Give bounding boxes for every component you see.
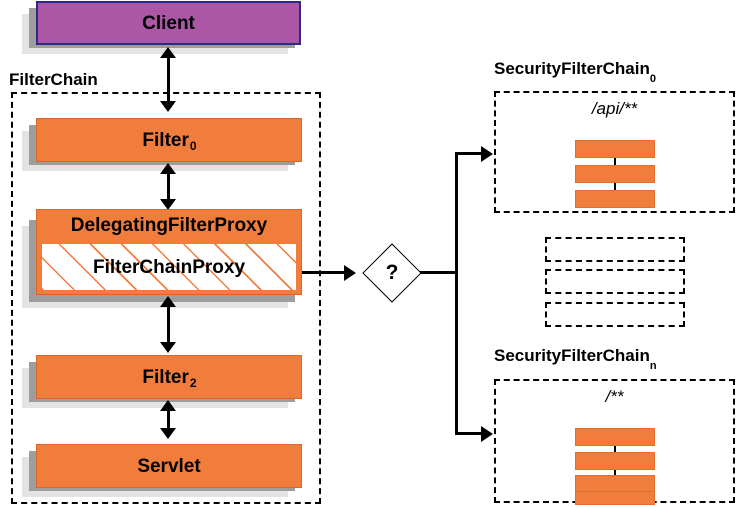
security-chain-n-pattern-text: /** <box>605 387 624 406</box>
security-chain-0-bar[interactable] <box>575 140 655 158</box>
filter0-label: Filter0 <box>142 129 197 153</box>
filter-chain-caption: FilterChain <box>9 71 98 88</box>
filter2-servlet-arrow-head-up <box>160 400 176 411</box>
dfp-filter2-arrow-line <box>167 305 170 343</box>
decision-diamond[interactable]: ? <box>362 243 422 303</box>
filter2-label-sub: 2 <box>189 375 197 390</box>
branch-bottom-arrow <box>481 426 493 442</box>
security-chain-0-caption: SecurityFilterChain0 <box>494 59 656 85</box>
security-chain-n-bar[interactable] <box>575 452 655 470</box>
security-chain-n-bar-link-1 <box>614 440 616 460</box>
branch-bottom-line <box>455 432 485 435</box>
filter2-servlet-arrow-head-down <box>160 428 176 439</box>
client-arrow-head-down <box>160 101 176 112</box>
filter2-box[interactable]: Filter2 <box>36 355 302 399</box>
servlet-box[interactable]: Servlet <box>36 444 302 488</box>
decision-bus-vertical <box>455 152 458 435</box>
client-arrow-line <box>167 56 170 102</box>
branch-top-arrow <box>481 146 493 162</box>
security-chain-n-caption-sub: n <box>649 360 657 373</box>
decision-label: ? <box>385 261 399 284</box>
security-chain-n-caption: SecurityFilterChainn <box>494 346 657 372</box>
client-box[interactable]: Client <box>36 1 301 45</box>
security-chain-n-bar[interactable] <box>575 491 655 505</box>
filter0-label-sub: 0 <box>189 138 197 153</box>
filter2-servlet-arrow-line <box>167 409 170 429</box>
delegating-filter-proxy-box[interactable]: DelegatingFilterProxy FilterChainProxy <box>36 209 302 295</box>
delegating-filter-proxy-label: DelegatingFilterProxy <box>70 214 268 236</box>
placeholder-chain[interactable] <box>545 237 685 262</box>
security-chain-n-bar-link-2 <box>614 461 616 481</box>
filter0-label-text: Filter <box>142 129 189 151</box>
filter2-label-text: Filter <box>142 366 189 388</box>
filter-chain-caption-text: FilterChain <box>9 70 98 89</box>
security-chain-n-caption-text: SecurityFilterChain <box>494 346 650 365</box>
filter2-label: Filter2 <box>142 366 197 390</box>
security-chain-0-bar-link-2 <box>614 173 616 193</box>
security-chain-0-bar[interactable] <box>575 165 655 183</box>
client-label: Client <box>142 12 195 34</box>
security-chain-0-bar[interactable] <box>575 190 655 208</box>
filter-chain-proxy-label: FilterChainProxy <box>92 256 246 278</box>
decision-bus-line <box>420 271 458 274</box>
security-chain-0-container[interactable] <box>494 91 735 213</box>
security-chain-0-caption-text: SecurityFilterChain <box>494 59 650 78</box>
dfp-filter2-arrow-head-up <box>160 296 176 307</box>
servlet-label: Servlet <box>137 455 201 477</box>
security-chain-n-bar[interactable] <box>575 428 655 446</box>
filter-chain-proxy-box[interactable]: FilterChainProxy <box>42 244 296 290</box>
placeholder-chain[interactable] <box>545 302 685 327</box>
security-chain-0-pattern: /api/** <box>494 99 735 119</box>
client-arrow-head-up <box>160 47 176 58</box>
security-chain-0-pattern-text: /api/** <box>591 99 638 118</box>
branch-top-line <box>455 152 485 155</box>
filter-chain-container <box>11 92 321 504</box>
dfp-filter2-arrow-head-down <box>160 342 176 353</box>
filter0-box[interactable]: Filter0 <box>36 118 302 162</box>
security-chain-0-bar-link-1 <box>614 152 616 172</box>
security-chain-n-pattern: /** <box>494 387 735 407</box>
placeholder-chain[interactable] <box>545 269 685 294</box>
filter0-dfp-arrow-line <box>167 172 170 200</box>
proxy-to-decision-arrow <box>344 265 356 281</box>
filter0-dfp-arrow-head-down <box>160 199 176 210</box>
proxy-to-decision-line <box>302 271 346 274</box>
security-chain-0-caption-sub: 0 <box>649 73 656 86</box>
filter0-dfp-arrow-head-up <box>160 163 176 174</box>
